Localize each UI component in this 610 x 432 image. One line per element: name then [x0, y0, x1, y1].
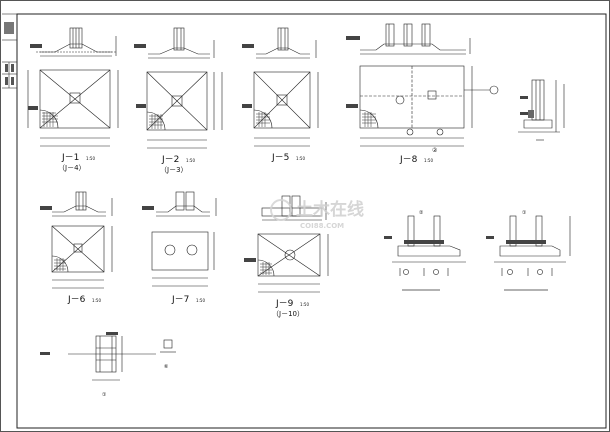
- footing-J5: J－5 1:50: [242, 27, 319, 163]
- drawing-label-J5: J－5: [271, 153, 289, 163]
- section-detail-a: ②: [384, 210, 466, 291]
- footing-J1: J－1 1:50 （J－4）: [27, 27, 119, 172]
- column-detail: [518, 79, 565, 141]
- bottom-column-detail: ① ⑥: [40, 332, 176, 398]
- footing-J6: J－6 1:50: [40, 191, 113, 305]
- drawing-scale-J2: 1:50: [186, 158, 195, 163]
- title-strip: [2, 13, 17, 89]
- section-detail-b: ①: [486, 210, 571, 291]
- section-a-label: ②: [419, 210, 424, 216]
- drawing-scale-J6: 1:50: [92, 298, 101, 303]
- drawing-scale-J9: 1:50: [300, 302, 309, 307]
- bottom-detail2-label: ⑥: [164, 364, 169, 370]
- footing-J7: J－7 1:50: [142, 191, 217, 305]
- watermark-subtext: COI88.COM: [300, 222, 344, 230]
- footing-J2: J－2 1:50 （J－3）: [134, 27, 223, 174]
- drawing-sub-J1: （J－4）: [58, 164, 86, 172]
- drawing-scale-J8: 1:50: [424, 158, 433, 163]
- drawing-scale-J1: 1:50: [86, 156, 95, 161]
- watermark-text: 土木在线: [296, 199, 364, 220]
- drawing-label-J9: J－9: [275, 299, 294, 309]
- drawing-scale-J7: 1:50: [196, 298, 205, 303]
- watermark: 土木在线 COI88.COM: [270, 199, 364, 230]
- drawing-label-J1: J－1: [61, 153, 79, 163]
- drawing-label-J2: J－2: [161, 155, 179, 165]
- footing-J9: J－9 1:50 （J－10）: [244, 195, 329, 318]
- drawing-scale-J5: 1:50: [296, 156, 305, 161]
- bottom-detail-label: ①: [102, 392, 107, 398]
- drawing-label-J8: J－8: [399, 155, 418, 165]
- section-b-label: ①: [522, 210, 527, 216]
- drawing-sub-J9: （J－10）: [272, 310, 304, 318]
- drawing-sub-J2: （J－3）: [160, 166, 188, 174]
- section-marker: ②: [432, 147, 438, 154]
- drawing-label-J7: J－7: [171, 295, 189, 305]
- sheet-inner-border: [16, 13, 607, 429]
- footing-J8: J－8 1:50 ②: [346, 23, 499, 165]
- drawing-label-J6: J－6: [67, 295, 86, 305]
